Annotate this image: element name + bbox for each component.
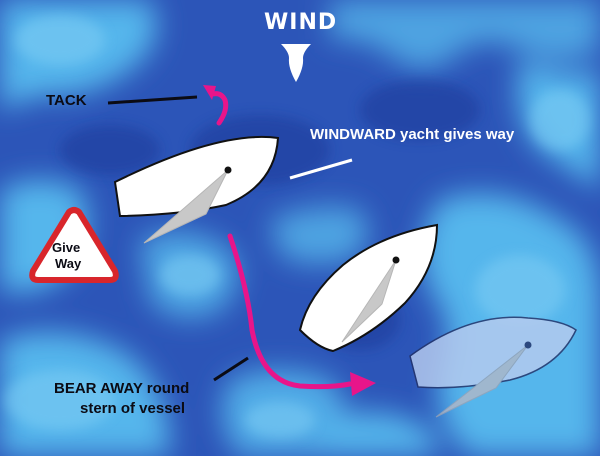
tack-arrow-icon — [203, 85, 229, 126]
bear-away-leader-line — [213, 356, 249, 382]
windward-gives-way-label: WINDWARD yacht gives way — [310, 126, 515, 143]
give-way-text-way: Way — [55, 256, 82, 271]
wind-arrow-icon — [281, 44, 311, 82]
windward-yacht — [113, 135, 280, 244]
bear-away-label-line1: BEAR AWAY round — [54, 380, 190, 397]
bear-away-label-line2: stern of vessel — [80, 400, 186, 417]
tack-leader-line — [107, 95, 198, 105]
windward-leader-line — [289, 158, 353, 180]
give-way-warning-triangle-icon — [29, 207, 119, 283]
bear-away-arrow-icon — [227, 233, 376, 396]
tack-label: TACK — [46, 92, 87, 109]
give-way-text-give: Give — [52, 240, 81, 255]
leeward-yacht — [298, 223, 439, 353]
ghost-yacht — [409, 316, 577, 418]
wind-label: WIND — [264, 10, 338, 35]
